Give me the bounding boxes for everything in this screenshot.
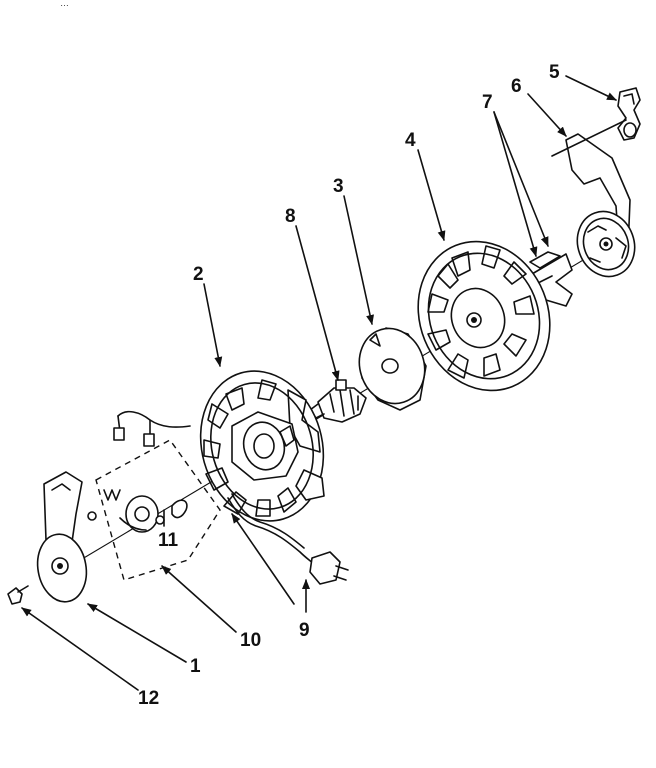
callout-3: 3 (333, 176, 344, 197)
part-10-wiring-harness (95, 410, 221, 581)
callout-1: 1 (190, 656, 201, 677)
callout-labels: 5 6 7 4 3 8 2 11 10 9 1 12 (138, 62, 560, 709)
callout-7: 7 (482, 92, 493, 113)
part-6-bracket (551, 119, 636, 278)
part-9-power-cord (227, 493, 349, 585)
leader-8 (295, 225, 340, 381)
callout-12: 12 (138, 688, 159, 709)
callout-4: 4 (405, 130, 416, 151)
callout-6: 6 (511, 76, 522, 97)
part-3-hub-disc (358, 327, 427, 411)
part-5-clip (617, 87, 641, 141)
leader-7b (493, 111, 549, 247)
leader-4 (417, 149, 446, 241)
part-8-contact-assembly (309, 379, 367, 423)
part-7-spring (529, 251, 573, 307)
leader-3 (343, 195, 374, 325)
callout-5: 5 (549, 62, 560, 83)
leader-12 (21, 607, 139, 691)
leader-2 (203, 283, 223, 367)
part-2-reel (199, 370, 325, 522)
leader-lines (21, 75, 617, 691)
leader-7a (493, 111, 538, 257)
part-12-screw (7, 585, 29, 605)
callout-8: 8 (285, 206, 296, 227)
leader-10 (161, 565, 237, 633)
part-4-reel-flange (417, 240, 551, 392)
callout-11: 11 (158, 530, 179, 551)
callout-10: 10 (240, 630, 261, 651)
leader-1 (87, 603, 187, 663)
part-1-side-cover (36, 471, 88, 603)
header-fragment: … (60, 0, 69, 8)
leader-6 (527, 93, 567, 137)
part-11-hardware (87, 495, 188, 533)
leader-9a (231, 513, 295, 605)
callout-9: 9 (299, 620, 310, 641)
callout-2: 2 (193, 264, 204, 285)
leader-5 (565, 75, 617, 101)
